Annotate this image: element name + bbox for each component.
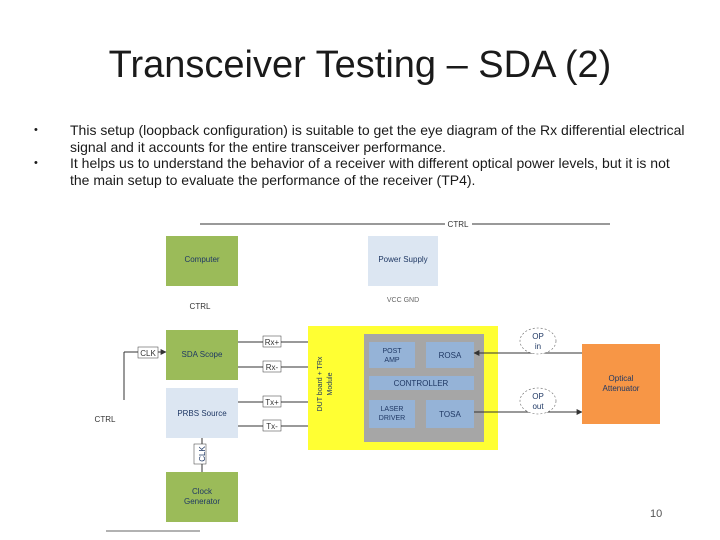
op-in-label: in [535, 342, 541, 351]
laser-driver-block [369, 400, 415, 428]
sda-scope-block [166, 330, 238, 380]
tosa-label: TOSA [439, 410, 461, 419]
clock-generator-block [166, 472, 238, 522]
rx-plus-label: Rx+ [265, 338, 280, 347]
bullet-list: • This setup (loopback configuration) is… [30, 122, 690, 188]
ctrl-left-label: CTRL [95, 415, 116, 424]
post-amp-block [369, 342, 415, 368]
sda-scope-label: SDA Scope [182, 350, 223, 359]
laser-driver-label: LASER [381, 406, 404, 413]
prbs-source-label: PRBS Source [177, 409, 227, 418]
clock-generator-label: Clock [192, 487, 213, 496]
dut-label: Module [327, 372, 334, 395]
tx-plus-label: Tx+ [265, 398, 279, 407]
computer-block [166, 236, 238, 286]
power-supply-label: Power Supply [378, 255, 427, 264]
op-in-bubble [519, 327, 557, 355]
op-out-label: out [532, 402, 544, 411]
clk-vertical-box [193, 443, 207, 465]
tosa-block [426, 400, 474, 428]
bullet-text: It helps us to understand the behavior o… [70, 155, 670, 188]
optical-attenuator-block [582, 344, 660, 424]
bullet-text: This setup (loopback configuration) is s… [70, 122, 685, 155]
rosa-block [426, 342, 474, 368]
rosa-label: ROSA [439, 351, 462, 360]
page-number: 10 [650, 508, 663, 520]
rx-plus-box [262, 335, 282, 348]
optical-attenuator-label: Optical [609, 374, 634, 383]
bullet-dot-icon: • [34, 124, 38, 136]
ctrl-mid-label: CTRL [190, 302, 211, 311]
slide-title: Transceiver Testing – SDA (2) [108, 44, 612, 86]
ctrl-top-label: CTRL [448, 220, 469, 229]
controller-block [369, 376, 474, 390]
optical-attenuator-label: Attenuator [603, 384, 640, 393]
dut-label: DUT board + TRx [317, 356, 324, 411]
op-out-label: OP [532, 392, 544, 401]
vcc-gnd-label: VCC GND [387, 297, 419, 304]
tx-minus-box [262, 419, 282, 432]
controller-label: CONTROLLER [394, 379, 449, 388]
clock-generator-label: Generator [184, 497, 220, 506]
bullet-item: • It helps us to understand the behavior… [30, 155, 690, 188]
post-amp-label: AMP [384, 357, 400, 364]
bullet-dot-icon: • [34, 157, 38, 169]
tx-minus-label: Tx- [266, 422, 278, 431]
clk-vertical-label: CLK [198, 446, 207, 462]
op-in-label: OP [532, 332, 544, 341]
rx-minus-label: Rx- [266, 363, 279, 372]
op-out-bubble [519, 387, 557, 415]
laser-driver-label: DRIVER [379, 415, 405, 422]
rx-minus-box [262, 360, 282, 373]
post-amp-label: POST [382, 348, 402, 355]
tx-plus-box [262, 395, 282, 408]
prbs-source-block [166, 388, 238, 438]
computer-label: Computer [184, 255, 219, 264]
clk-left-box [137, 346, 159, 359]
bullet-item: • This setup (loopback configuration) is… [30, 122, 690, 155]
clk-left-label: CLK [140, 349, 156, 358]
power-supply-block [368, 236, 438, 286]
